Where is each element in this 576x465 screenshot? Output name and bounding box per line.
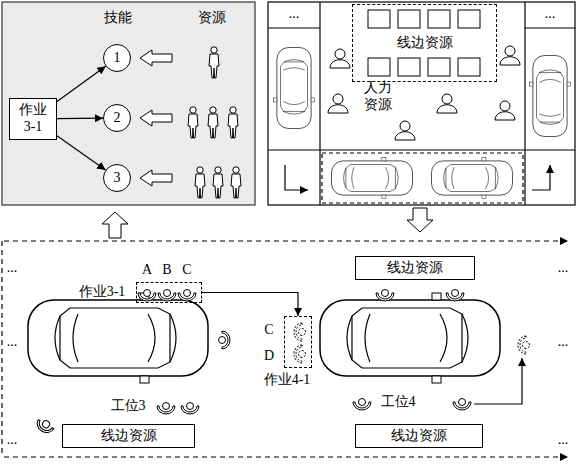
skill-number: 2 — [114, 110, 121, 127]
dashed-frame — [136, 282, 202, 303]
column-heading: 技能 — [104, 10, 132, 27]
box-text: 线边资源 — [391, 428, 447, 445]
workshop-plan — [268, 2, 575, 205]
skill-circle: 1 — [103, 44, 131, 72]
skill-number: 3 — [114, 170, 121, 187]
lineside-slot — [368, 10, 480, 76]
task-label: 作业3-1 — [79, 284, 126, 301]
lineside-box: 线边资源 — [355, 424, 483, 448]
dashed-frame — [284, 316, 312, 368]
task-label: 作业4-1 — [264, 372, 311, 389]
ellipsis: ... — [545, 6, 556, 23]
worker-letter: D — [264, 348, 274, 365]
move-arrow — [474, 358, 522, 404]
ellipsis: ... — [289, 6, 300, 23]
worker-letter: B — [162, 262, 171, 279]
lineside-area: 线边资源 — [352, 4, 497, 82]
car-icon — [274, 48, 571, 199]
lineside-box: 线边资源 — [355, 256, 475, 280]
skill-circle: 3 — [103, 164, 131, 192]
task-box: 作业 3-1 — [9, 98, 57, 140]
connector-arrow — [202, 293, 298, 317]
task-group: ABC作业3-1 — [134, 262, 202, 304]
box-text: 线边资源 — [387, 260, 443, 277]
line-boundary — [2, 241, 568, 457]
worker-icon — [34, 290, 471, 436]
ellipsis: ... — [7, 334, 18, 351]
box-text: 作业 3-1 — [12, 102, 54, 136]
ellipsis: ... — [7, 432, 18, 449]
column-heading: 资源 — [198, 10, 226, 27]
moved-worker-icon — [294, 323, 530, 363]
station-label: 工位3 — [111, 398, 146, 415]
connector-arrow — [57, 136, 106, 170]
car-icon — [28, 293, 500, 383]
area-label: 人力 资源 — [363, 80, 394, 114]
connector-arrow — [57, 66, 106, 101]
ellipsis: ... — [558, 260, 569, 277]
person-icon — [188, 47, 241, 198]
hollow-arrow — [140, 50, 172, 186]
ellipsis: ... — [558, 432, 569, 449]
box-text: 线边资源 — [397, 35, 453, 52]
worker-letter: A — [142, 262, 152, 279]
worker-bust — [328, 46, 520, 140]
worker-letter: C — [182, 262, 191, 279]
skill-number: 1 — [114, 50, 121, 67]
connector-arrow — [57, 118, 103, 120]
box-text: 线边资源 — [101, 428, 157, 445]
lineside-box: 线边资源 — [62, 424, 195, 448]
task-group: CD作业4-1 — [262, 316, 312, 368]
worker-letter: C — [264, 322, 273, 339]
station-label: 工位4 — [381, 394, 416, 411]
ellipsis: ... — [558, 334, 569, 351]
ellipsis: ... — [7, 260, 18, 277]
flow-arrow — [102, 208, 433, 238]
skill-panel — [2, 2, 255, 205]
skill-circle: 2 — [103, 104, 131, 132]
